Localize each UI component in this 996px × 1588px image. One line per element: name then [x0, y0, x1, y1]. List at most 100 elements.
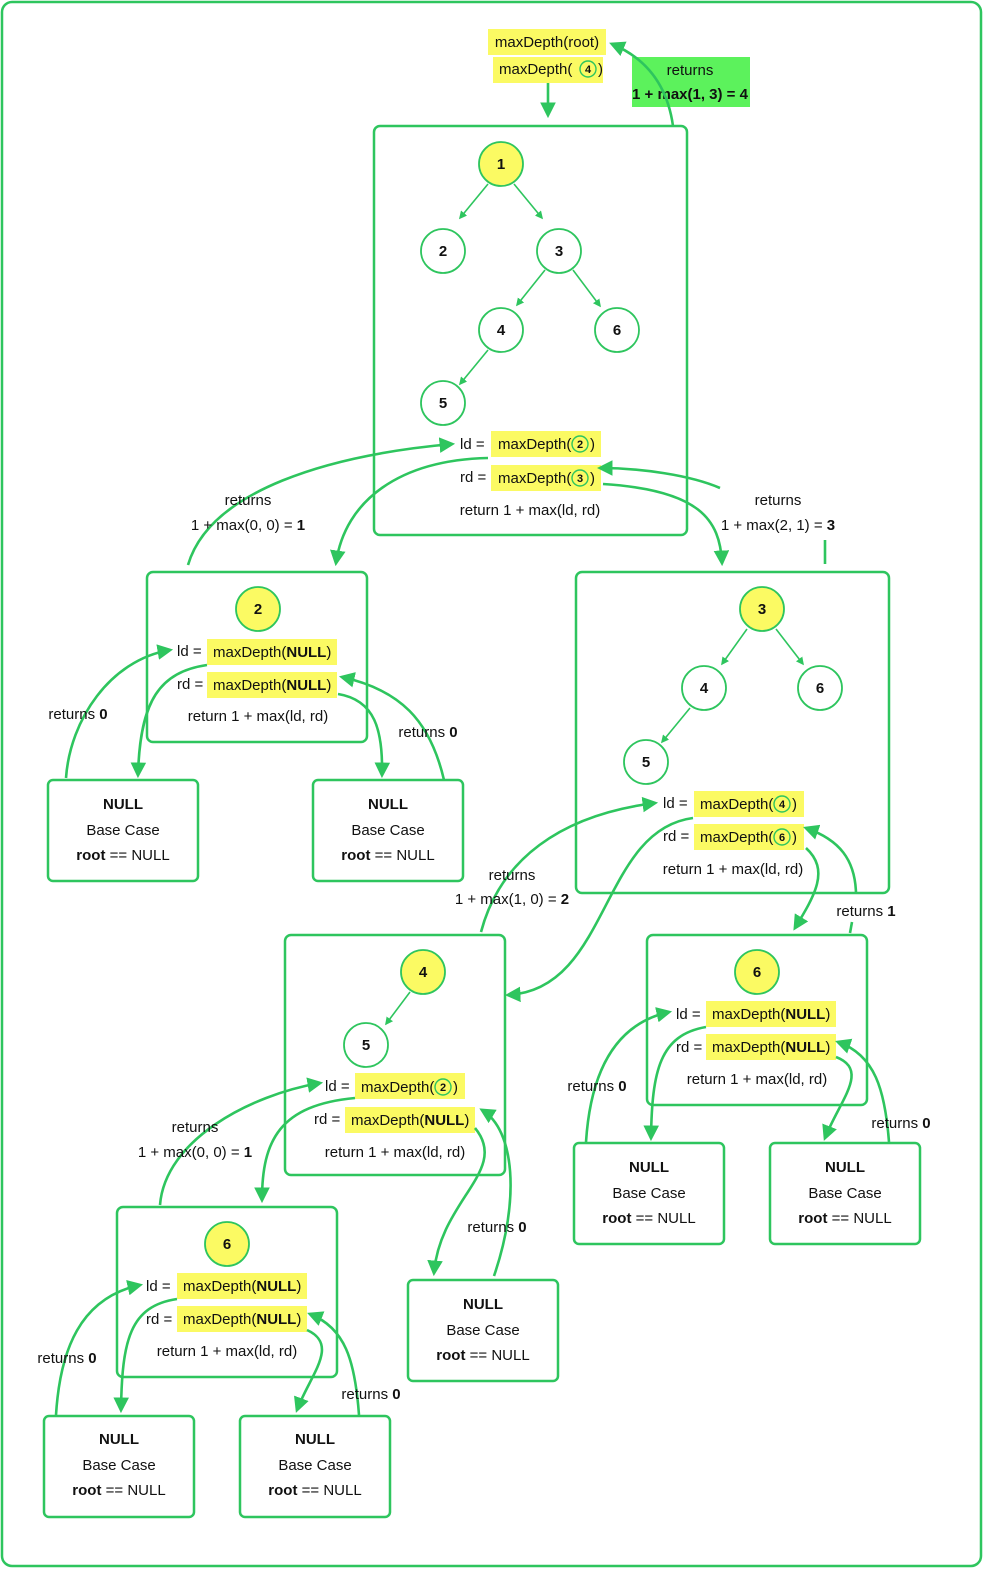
svg-text:): ): [590, 436, 595, 453]
return-expr: return 1 + max(ld, rd): [460, 502, 600, 519]
svg-text:NULL: NULL: [99, 1431, 139, 1448]
tree-node-4: [478, 307, 524, 353]
top-call-node: 4: [585, 64, 592, 76]
svg-text:return 1 + max(ld, rd): return 1 + max(ld, rd): [687, 1071, 827, 1088]
svg-text:maxDepth(NULL): maxDepth(NULL): [712, 1006, 830, 1023]
svg-text:root == NULL: root == NULL: [798, 1210, 891, 1227]
null-base-case: NULL Base Case root == NULL: [572, 1141, 726, 1246]
call-null: maxDepth(NULL): [213, 644, 331, 661]
null-base-case: NULL Base Case root == NULL: [46, 778, 200, 883]
svg-text:root == NULL: root == NULL: [268, 1482, 361, 1499]
svg-text:3: 3: [577, 473, 583, 485]
svg-text:NULL: NULL: [825, 1159, 865, 1176]
svg-text:maxDepth(: maxDepth(: [361, 1079, 434, 1096]
svg-text:Base Case: Base Case: [86, 822, 159, 839]
frame-3-root: [739, 586, 785, 632]
null-base-case: NULL Base Case root == NULL: [42, 1414, 196, 1519]
svg-text:returns: returns: [225, 492, 272, 509]
svg-text:2: 2: [440, 1082, 446, 1094]
svg-text:ld =: ld =: [663, 795, 688, 812]
svg-text:NULL: NULL: [368, 796, 408, 813]
svg-text:6: 6: [613, 322, 621, 339]
returns-1-left: 1 + max(0, 0) = 1: [191, 517, 305, 534]
svg-text:rd =: rd =: [314, 1111, 341, 1128]
svg-text:5: 5: [362, 1037, 370, 1054]
svg-text:5: 5: [642, 754, 650, 771]
svg-text:return 1 + max(ld, rd): return 1 + max(ld, rd): [663, 861, 803, 878]
svg-text:): ): [590, 470, 595, 487]
frame-2-root: [235, 586, 281, 632]
top-returns-label: returns: [667, 62, 714, 79]
svg-text:maxDepth(: maxDepth(: [498, 470, 571, 487]
ld-label: ld =: [460, 436, 485, 453]
svg-text:4: 4: [779, 799, 786, 811]
svg-text:returns 0: returns 0: [567, 1078, 626, 1095]
svg-text:returns 0: returns 0: [341, 1386, 400, 1403]
rd-label: rd =: [460, 469, 487, 486]
tree-node-6: [594, 307, 640, 353]
null-base-case: NULL Base Case root == NULL: [406, 1278, 560, 1383]
svg-text:Base Case: Base Case: [612, 1185, 685, 1202]
svg-text:4: 4: [419, 964, 428, 981]
svg-text:maxDepth(NULL): maxDepth(NULL): [183, 1311, 301, 1328]
tree-node-5: [420, 380, 466, 426]
svg-text:Base Case: Base Case: [808, 1185, 881, 1202]
svg-text:3: 3: [555, 243, 563, 260]
frame-node-4: [283, 933, 507, 1177]
svg-text:NULL: NULL: [629, 1159, 669, 1176]
tree-main: 1 2 3 4 6 5: [420, 141, 640, 426]
returns-1-lower: 1 + max(0, 0) = 1: [138, 1144, 252, 1161]
svg-text:maxDepth(: maxDepth(: [700, 829, 773, 846]
svg-text:NULL: NULL: [463, 1296, 503, 1313]
svg-text:root == NULL: root == NULL: [72, 1482, 165, 1499]
svg-text:returns: returns: [755, 492, 802, 509]
svg-text:3: 3: [758, 601, 766, 618]
svg-text:rd =: rd =: [663, 828, 690, 845]
svg-text:): ): [453, 1079, 458, 1096]
svg-text:6: 6: [816, 680, 824, 697]
svg-text:): ): [792, 796, 797, 813]
svg-text:): ): [792, 829, 797, 846]
svg-text:ld =: ld =: [177, 643, 202, 660]
tree-node-3: [536, 228, 582, 274]
top-call-line1: maxDepth(root): [495, 34, 599, 51]
returns-0: returns 0: [48, 706, 107, 723]
returns-2: 1 + max(1, 0) = 2: [455, 891, 569, 908]
svg-text:root == NULL: root == NULL: [602, 1210, 695, 1227]
svg-text:2: 2: [577, 439, 583, 451]
frame-root: [372, 124, 689, 537]
svg-text:Base Case: Base Case: [82, 1457, 155, 1474]
svg-text:root == NULL: root == NULL: [341, 847, 434, 864]
svg-text:ld =: ld =: [676, 1006, 701, 1023]
outer-frame: [0, 0, 983, 1568]
svg-text:return 1 + max(ld, rd): return 1 + max(ld, rd): [157, 1343, 297, 1360]
svg-text:2: 2: [254, 601, 262, 618]
svg-text:return 1 + max(ld, rd): return 1 + max(ld, rd): [188, 708, 328, 725]
svg-text:returns 0: returns 0: [467, 1219, 526, 1236]
svg-text:maxDepth(: maxDepth(: [700, 796, 773, 813]
svg-text:returns 0: returns 0: [37, 1350, 96, 1367]
svg-text:maxDepth(NULL): maxDepth(NULL): [351, 1112, 469, 1129]
top-call-line2-prefix: maxDepth(: [499, 61, 572, 78]
svg-text:6: 6: [753, 964, 761, 981]
svg-text:returns 0: returns 0: [398, 724, 457, 741]
svg-text:root == NULL: root == NULL: [76, 847, 169, 864]
svg-text:ld =: ld =: [146, 1278, 171, 1295]
svg-text:6: 6: [223, 1236, 231, 1253]
top-returns-badge: returns 1 + max(1, 3) = 4: [632, 57, 750, 107]
svg-text:4: 4: [700, 680, 709, 697]
tree-node-2: [420, 228, 466, 274]
svg-text:Base Case: Base Case: [278, 1457, 351, 1474]
svg-text:5: 5: [439, 395, 447, 412]
svg-text:NULL: NULL: [103, 796, 143, 813]
svg-text:maxDepth(NULL): maxDepth(NULL): [712, 1039, 830, 1056]
svg-text:return 1 + max(ld, rd): return 1 + max(ld, rd): [325, 1144, 465, 1161]
null-base-case: NULL Base Case root == NULL: [768, 1141, 922, 1246]
frame-root-code: ld = maxDepth( 2 ) rd = maxDepth( 3 ) re…: [460, 431, 601, 519]
tree-node-1: [478, 141, 524, 187]
svg-text:maxDepth(NULL): maxDepth(NULL): [213, 677, 331, 694]
svg-text:returns 1: returns 1: [836, 903, 895, 920]
svg-text:maxDepth(: maxDepth(: [498, 436, 571, 453]
svg-text:NULL: NULL: [295, 1431, 335, 1448]
